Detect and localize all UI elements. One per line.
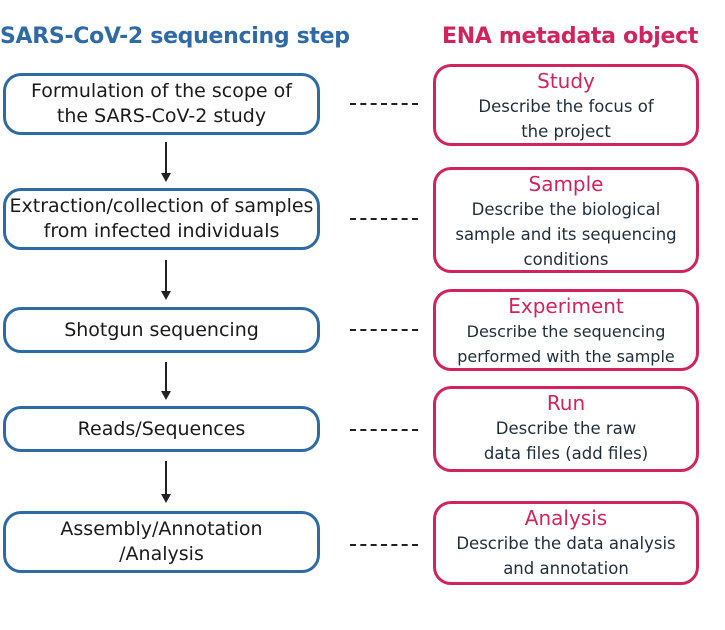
dashed-connector	[350, 429, 418, 431]
object-description: Describe the sequencing performed with t…	[457, 322, 675, 366]
object-description: Describe the focus of the project	[478, 97, 654, 141]
object-description: Describe the biological sample and its s…	[455, 200, 677, 269]
step-reads-sequences: Reads/Sequences	[3, 406, 320, 452]
object-title: Study	[537, 69, 595, 93]
object-study: Study Describe the focus of the project	[433, 64, 699, 146]
step-label: Assembly/Annotation /Analysis	[60, 518, 263, 565]
dashed-connector	[350, 103, 418, 105]
step-label: Extraction/collection of samples from in…	[9, 195, 314, 242]
ena-object-header: ENA metadata object	[442, 24, 699, 49]
object-analysis: Analysis Describe the data analysis and …	[433, 501, 699, 585]
object-title: Analysis	[524, 506, 608, 530]
step-label: Formulation of the scope of the SARS-CoV…	[31, 80, 292, 127]
step-sample-extraction: Extraction/collection of samples from in…	[3, 188, 320, 250]
object-title: Sample	[528, 172, 604, 196]
step-label: Reads/Sequences	[77, 417, 246, 440]
object-description: Describe the data analysis and annotatio…	[456, 534, 676, 578]
step-assembly-analysis: Assembly/Annotation /Analysis	[3, 511, 320, 573]
dashed-connector	[350, 218, 418, 220]
down-arrow-icon	[161, 260, 171, 300]
step-shotgun-sequencing: Shotgun sequencing	[3, 307, 320, 353]
object-experiment: Experiment Describe the sequencing perfo…	[433, 289, 699, 371]
object-run: Run Describe the raw data files (add fil…	[433, 386, 699, 472]
dashed-connector	[350, 544, 418, 546]
step-scope-formulation: Formulation of the scope of the SARS-CoV…	[3, 73, 320, 135]
sequencing-step-header: SARS-CoV-2 sequencing step	[0, 24, 350, 49]
object-title: Run	[546, 391, 586, 415]
object-sample: Sample Describe the biological sample an…	[433, 167, 699, 273]
down-arrow-icon	[161, 362, 171, 400]
down-arrow-icon	[161, 142, 171, 182]
dashed-connector	[350, 329, 418, 331]
object-title: Experiment	[508, 294, 624, 318]
object-description: Describe the raw data files (add files)	[483, 419, 649, 463]
down-arrow-icon	[161, 461, 171, 503]
step-label: Shotgun sequencing	[64, 318, 259, 341]
